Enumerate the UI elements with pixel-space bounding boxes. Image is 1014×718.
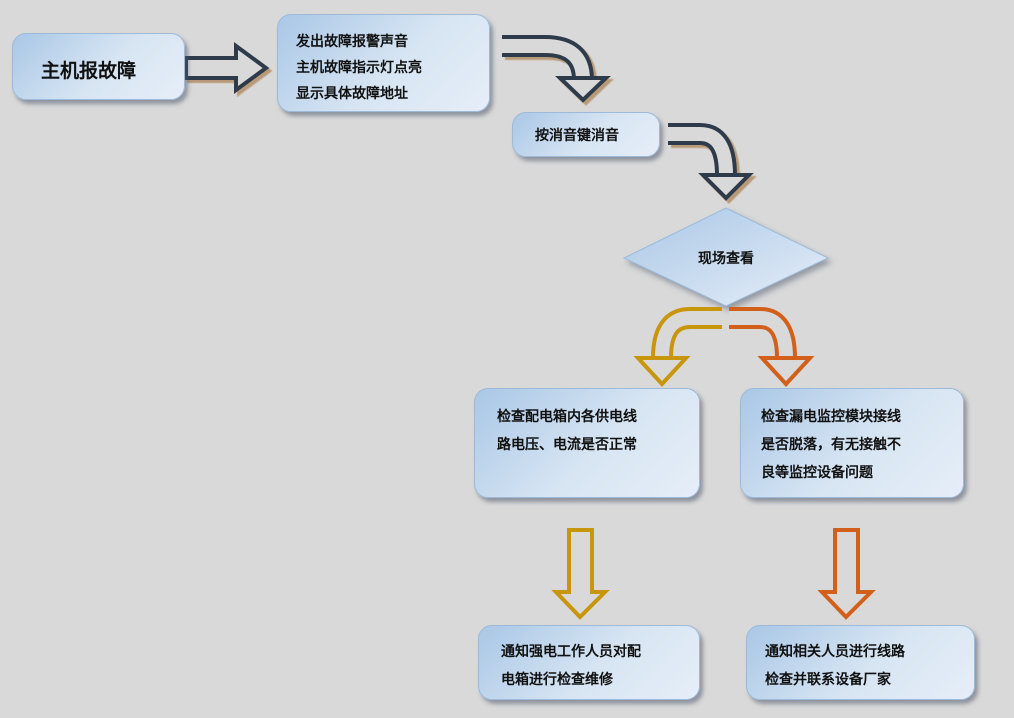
- curved-arrow-left-down-icon: [633, 307, 722, 387]
- node-line: 路电压、电流是否正常: [497, 437, 637, 453]
- node-line: 良等监控设备问题: [761, 465, 873, 481]
- decision-diamond: [622, 207, 830, 307]
- node-inspect-label: 现场查看: [698, 251, 754, 267]
- node-line: 发出故障报警声音: [296, 34, 408, 50]
- curved-arrow-down-icon: [668, 123, 754, 201]
- node-line: 通知相关人员进行线路: [765, 644, 905, 660]
- node-line: 电箱进行检查维修: [501, 672, 613, 688]
- node-line: 通知强电工作人员对配: [501, 644, 641, 660]
- arrow-down-icon: [817, 528, 876, 620]
- node-line: 检查并联系设备厂家: [765, 672, 891, 688]
- node-host-fault: 主机报故障: [12, 33, 185, 100]
- node-check-power: 检查配电箱内各供电线 路电压、电流是否正常: [474, 388, 700, 498]
- arrow-down-icon: [551, 528, 610, 620]
- node-notify-power: 通知强电工作人员对配 电箱进行检查维修: [478, 625, 700, 700]
- node-alarm: 发出故障报警声音 主机故障指示灯点亮 显示具体故障地址: [277, 14, 490, 112]
- node-line: 检查配电箱内各供电线: [497, 409, 637, 425]
- node-line: 主机故障指示灯点亮: [296, 60, 422, 76]
- node-line: 显示具体故障地址: [296, 86, 408, 102]
- node-line: 检查漏电监控模块接线: [761, 409, 901, 425]
- arrow-right-icon: [184, 42, 270, 94]
- node-line: 是否脱落，有无接触不: [761, 437, 901, 453]
- node-check-module: 检查漏电监控模块接线 是否脱落，有无接触不 良等监控设备问题: [740, 388, 964, 498]
- node-mute: 按消音键消音: [512, 112, 660, 157]
- node-label: 主机报故障: [41, 60, 137, 82]
- node-notify-vendor: 通知相关人员进行线路 检查并联系设备厂家: [746, 625, 975, 700]
- node-label: 按消音键消音: [535, 128, 619, 144]
- curved-arrow-down-icon: [502, 35, 611, 103]
- curved-arrow-right-down-icon: [729, 307, 815, 387]
